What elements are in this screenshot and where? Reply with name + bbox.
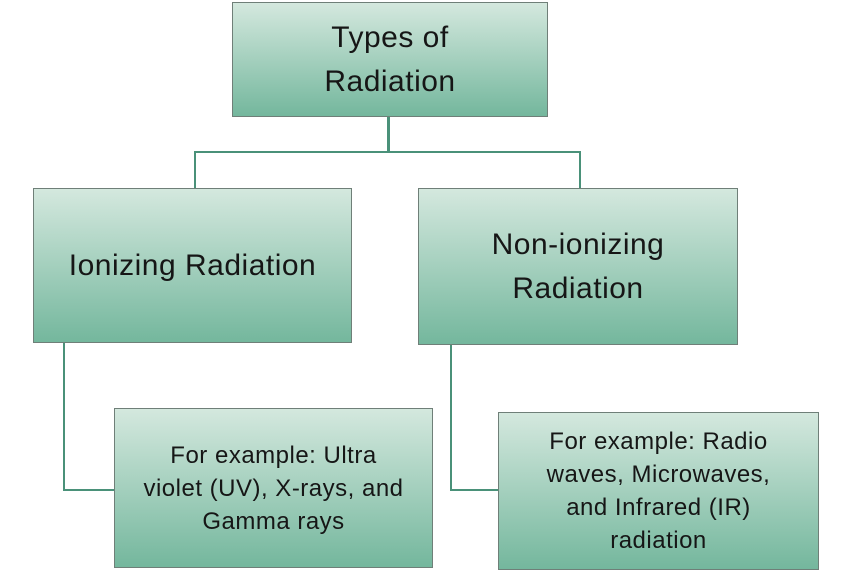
label-line: waves, Microwaves, <box>546 461 771 488</box>
connector-non-ionizing-example-vertical <box>450 345 452 491</box>
label-line: violet (UV), X-rays, and <box>143 474 404 502</box>
label-line: and Infrared (IR) <box>566 494 751 521</box>
node-non-ionizing-examples: For example: Radio waves, Microwaves, an… <box>498 412 819 570</box>
label-line: Types of <box>331 20 449 54</box>
node-ionizing-radiation: Ionizing Radiation <box>33 188 352 343</box>
label-line: Radiation <box>512 271 644 305</box>
node-ionizing-radiation-label: Ionizing Radiation <box>34 244 351 288</box>
connector-ionizing-example-vertical <box>63 343 65 491</box>
connector-ionizing-example-horizontal <box>63 489 115 491</box>
node-non-ionizing-radiation-label: Non-ionizing Radiation <box>419 223 737 311</box>
label-line: For example: Radio <box>549 428 768 455</box>
label-line: Radiation <box>324 64 456 98</box>
label-line: radiation <box>610 527 707 554</box>
connector-drop-ionizing <box>194 151 196 189</box>
connector-branch-bar <box>194 151 581 153</box>
node-ionizing-examples: For example: Ultra violet (UV), X-rays, … <box>114 408 433 568</box>
label-line: Ionizing Radiation <box>68 248 317 282</box>
node-non-ionizing-radiation: Non-ionizing Radiation <box>418 188 738 345</box>
label-line: Non-ionizing <box>491 227 665 261</box>
node-types-of-radiation-label: Types of Radiation <box>233 16 547 104</box>
connector-root-stem <box>387 117 390 153</box>
node-non-ionizing-examples-label: For example: Radio waves, Microwaves, an… <box>499 425 818 557</box>
connector-drop-non-ionizing <box>579 151 581 189</box>
label-line: For example: Ultra <box>170 441 377 469</box>
connector-non-ionizing-example-horizontal <box>450 489 499 491</box>
node-ionizing-examples-label: For example: Ultra violet (UV), X-rays, … <box>115 439 432 538</box>
node-types-of-radiation: Types of Radiation <box>232 2 548 117</box>
label-line: Gamma rays <box>202 507 345 535</box>
